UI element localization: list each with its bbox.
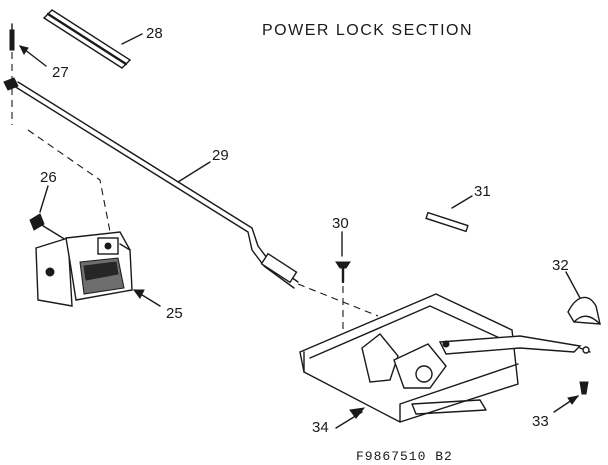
guide-rod-base [297,283,379,317]
part-27-pin [9,23,15,51]
label-32: 32 [552,257,569,274]
leader-29 [177,161,211,183]
part-29-actuator-rod [3,77,299,289]
part-25-lock-motor [35,231,133,307]
drawing-code: F9867510 B2 [356,449,453,464]
label-26: 26 [40,169,57,186]
label-30: 30 [332,215,349,232]
guide-rod-motor [27,129,113,243]
part-28-spring-rod [43,9,131,69]
part-32-cap [567,296,601,354]
arrow-34 [349,407,366,419]
part-31-pin [425,211,469,233]
label-29: 29 [212,147,229,164]
leader-28 [121,33,143,45]
label-28: 28 [146,25,163,42]
leader-26 [39,185,49,213]
part-33-screw [579,381,589,395]
label-27: 27 [52,64,69,81]
part-26-screw [29,213,67,241]
arrow-25 [133,289,145,299]
leader-32 [565,271,581,299]
part-34-lock-base [299,293,582,423]
arrow-33 [567,395,580,405]
label-31: 31 [474,183,491,200]
label-34: 34 [312,419,329,436]
label-33: 33 [532,413,549,430]
leader-31 [451,195,473,209]
diagram-title: POWER LOCK SECTION [262,22,473,39]
label-25: 25 [166,305,183,322]
arrow-27 [19,45,29,55]
part-30-screw [335,261,351,284]
